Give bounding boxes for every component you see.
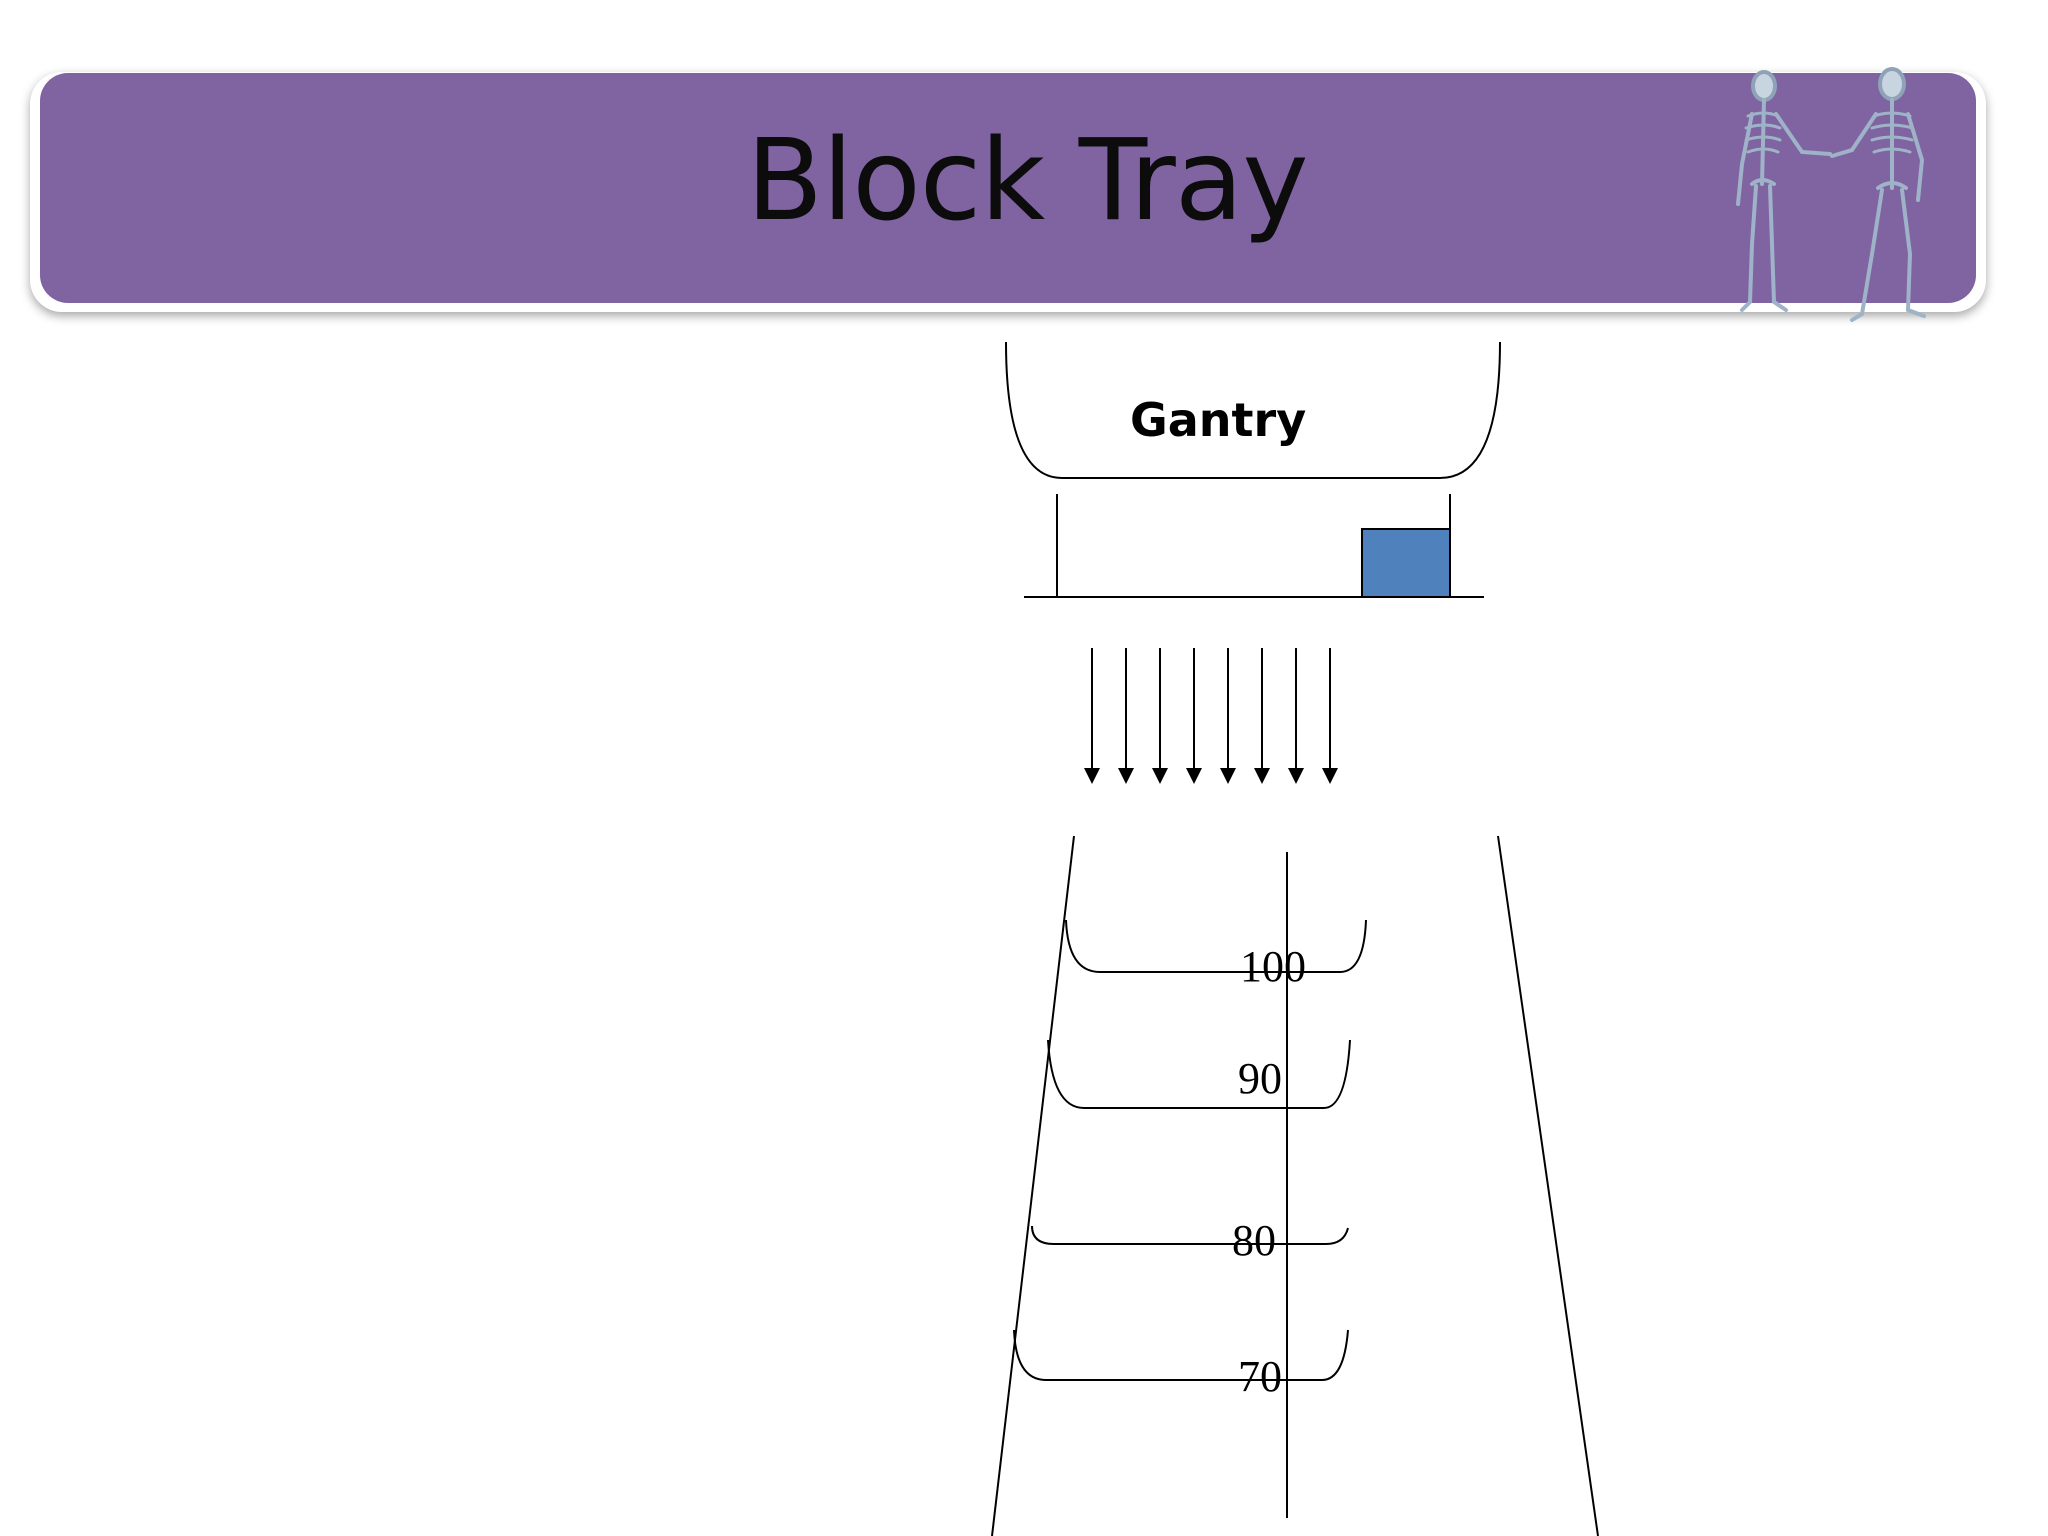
slide-title: Block Tray [746, 116, 1308, 246]
isodose-curve-70 [1013, 1329, 1349, 1381]
isodose-label-70: 70 [1238, 1352, 1282, 1401]
shielding-block [1361, 528, 1451, 598]
beam-arrows [1084, 648, 1338, 784]
beam-arrow [1084, 648, 1100, 784]
beam-arrow [1254, 648, 1270, 784]
beam-arrow [1220, 648, 1236, 784]
skeletons-handshake-icon [1736, 67, 1926, 322]
beam-arrow [1152, 648, 1168, 784]
beam-arrow [1186, 648, 1202, 784]
beam-edge-left [991, 835, 1075, 1536]
isodose-curve-90 [1047, 1039, 1351, 1109]
isodose-curve-100 [1065, 919, 1367, 973]
isodose-label-90: 90 [1238, 1054, 1282, 1103]
beam-edge-right [1497, 835, 1599, 1536]
beam-arrow [1322, 648, 1338, 784]
isodose-curve-80 [1031, 1225, 1349, 1245]
beam-arrow [1118, 648, 1134, 784]
isodose-label-80: 80 [1232, 1216, 1276, 1265]
title-banner [40, 73, 1976, 303]
isodose-label-100: 100 [1240, 942, 1306, 991]
beam-arrow [1288, 648, 1304, 784]
gantry-outline [1005, 341, 1501, 479]
gantry-label: Gantry [1130, 393, 1306, 447]
